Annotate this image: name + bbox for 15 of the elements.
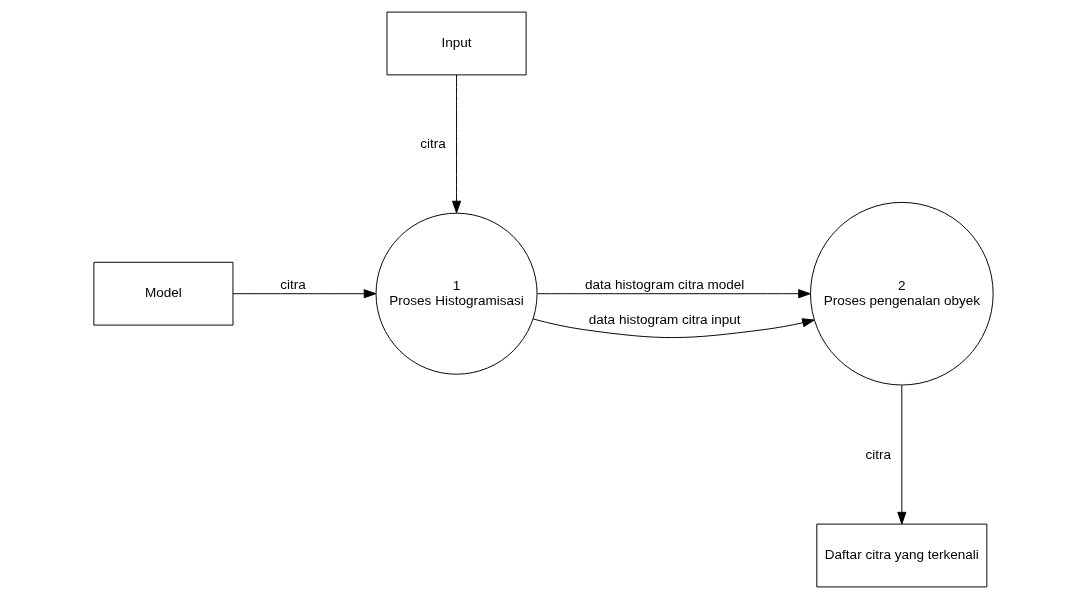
arrow xyxy=(232,289,376,299)
edge-label: citra xyxy=(865,446,891,462)
edge-label: citra xyxy=(279,276,306,292)
edge-label: data histogram citra input xyxy=(588,312,741,328)
node-box: Daftar citra yang terkenali xyxy=(815,523,987,588)
edge-label: data histogram citra model xyxy=(584,276,744,292)
arrow xyxy=(532,318,815,339)
node-box: Model xyxy=(92,261,233,326)
edge-label: citra xyxy=(419,136,446,152)
arrow xyxy=(896,384,906,525)
arrow xyxy=(451,74,461,214)
arrow xyxy=(536,289,811,299)
node-circle: 1 Proses Histogramisasi xyxy=(375,212,538,375)
node-box: Input xyxy=(386,11,527,76)
node-circle: 2 Proses pengenalan obyek xyxy=(809,201,994,386)
